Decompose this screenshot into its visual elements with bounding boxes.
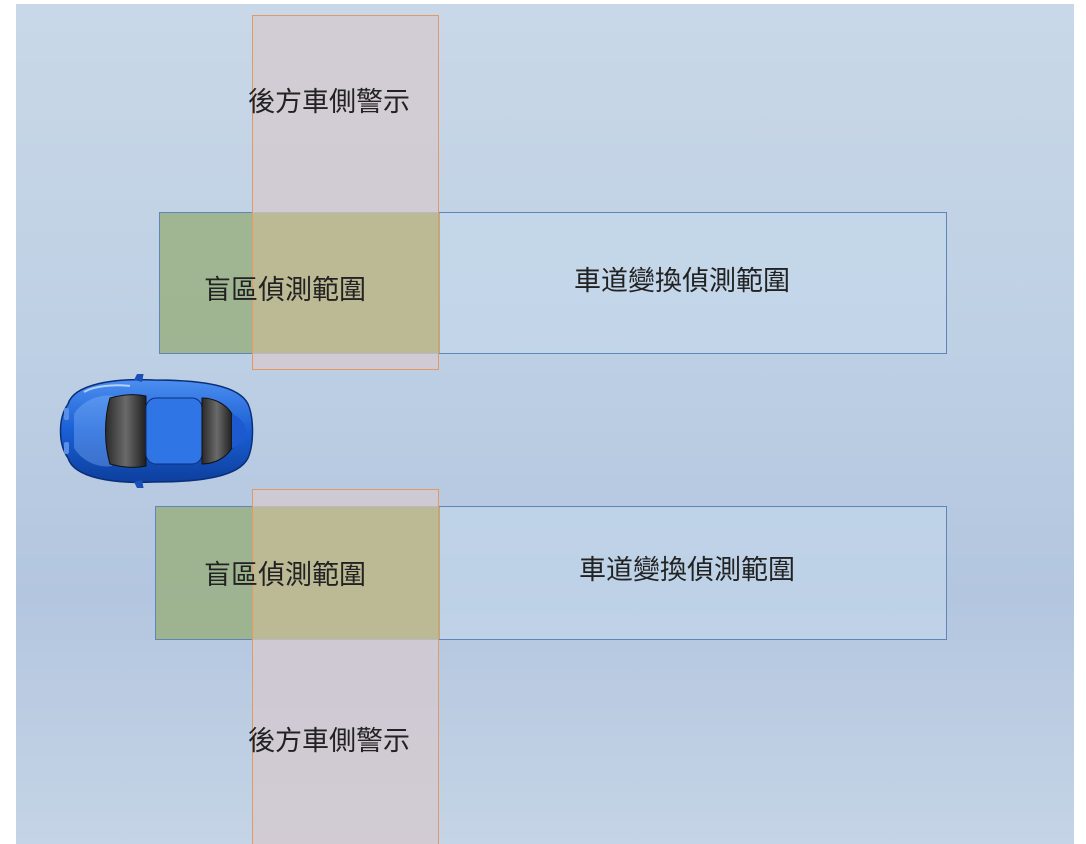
bottom-blind-spot-label: 盲區偵測範圍 [204,560,366,591]
diagram-canvas: 後方車側警示 盲區偵測範圍 車道變換偵測範圍 盲區偵測範圍 車道變換偵測範圍 後… [16,4,1074,844]
bottom-lane-change-label: 車道變換偵測範圍 [579,555,795,586]
bottom-overlap-zone [253,507,438,639]
top-blind-spot-label: 盲區偵測範圍 [204,275,366,306]
top-rcta-label: 後方車側警示 [248,87,410,118]
car-top-view-icon [59,374,254,488]
top-lane-change-label: 車道變換偵測範圍 [574,266,790,297]
bottom-rcta-label: 後方車側警示 [248,726,410,757]
top-overlap-zone [253,213,438,353]
